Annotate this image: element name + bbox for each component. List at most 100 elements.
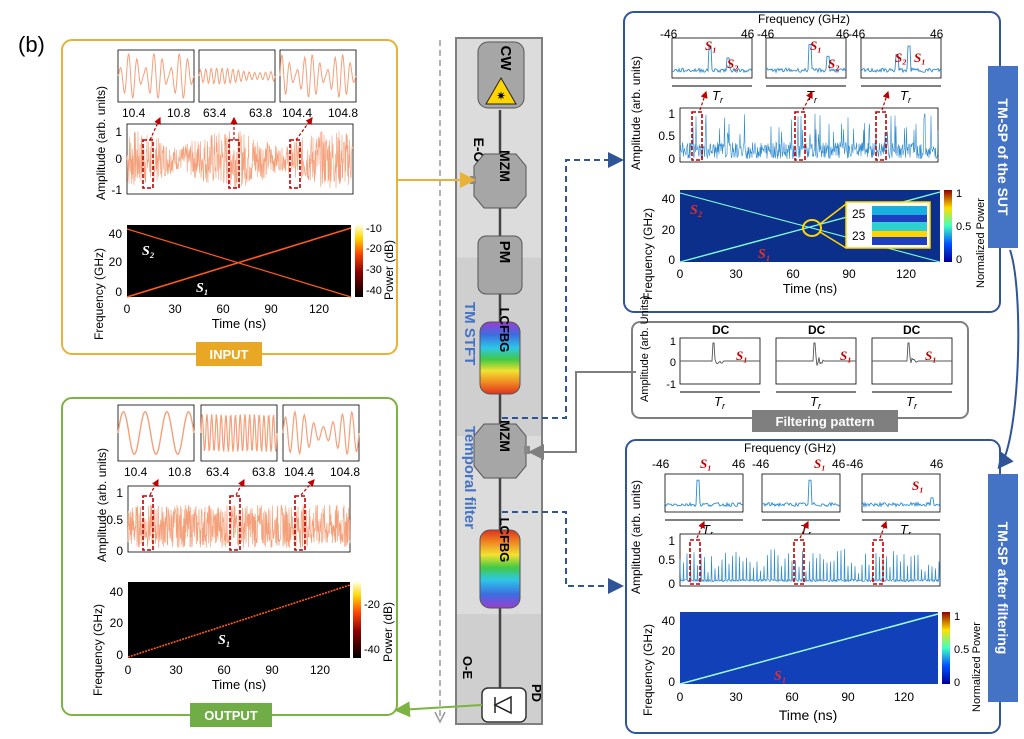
output-marker-3: [294, 495, 306, 551]
sut-spec-s1: S₁: [758, 247, 771, 262]
sut-spec-s2: S₂: [690, 203, 703, 218]
cw-label: CW: [497, 46, 514, 72]
input-tag-bg: [196, 342, 262, 366]
amp-ytick: -1: [666, 379, 676, 391]
filter-tag: Filtering pattern: [776, 414, 875, 429]
fft-tick: -46: [848, 27, 866, 41]
spec-ytick: 20: [662, 223, 676, 237]
inset-band: [872, 237, 927, 245]
zoom-tick: 10.8: [167, 106, 191, 120]
after-marker-3: [872, 539, 884, 585]
spec-xtick: 0: [125, 663, 132, 677]
input-spec-xlabel: Time (ns): [212, 316, 266, 331]
mzm2-label: MZM: [497, 420, 513, 452]
sut-chirp-s2: [679, 192, 941, 263]
output-colorbar: [353, 582, 361, 658]
spec-xtick: 0: [124, 302, 131, 316]
filter-trace-3: [872, 342, 952, 363]
tr-label: Tr: [906, 394, 918, 411]
cbar-tick: -10: [366, 223, 382, 235]
sut-spec-ylabel: Frequency (GHz): [641, 208, 655, 300]
dc-label: DC: [712, 323, 730, 337]
spec-xtick: 60: [785, 690, 799, 704]
amp-ytick: 0.5: [106, 513, 123, 527]
tm-stft-label: TM STFT: [461, 302, 478, 365]
amp-ytick: 0: [115, 152, 122, 166]
photodiode-icon: [493, 695, 512, 715]
fft-tick: 46: [732, 457, 746, 471]
mzm1-label: MZM: [497, 150, 513, 182]
output-tag-bg: [190, 703, 272, 727]
output-zoom-wave-3: [282, 410, 360, 456]
sut-s2-label: S₂: [895, 50, 907, 65]
output-spec-ylabel: Frequency (GHz): [91, 604, 105, 696]
filter-to-mzm-arrow: [528, 371, 636, 460]
amp-ytick: 1: [668, 534, 675, 548]
cw-laser: [477, 41, 525, 109]
amp-ytick: -1: [111, 183, 122, 197]
spec-ytick: 40: [662, 614, 676, 628]
pd-label: PD: [529, 684, 544, 702]
after-s1-label: S₁: [814, 456, 826, 471]
output-cbar-label: Power (dB): [381, 602, 395, 662]
input-s2-label: S₂: [142, 244, 155, 259]
inset-band: [872, 206, 927, 215]
optical-chain: CW ✷ E-O MZM PM LCFBG TM STFT MZM Tempor…: [434, 37, 544, 725]
zoom-tick: 104.8: [328, 106, 358, 120]
cbar-tick: 1: [956, 188, 962, 200]
zoom-lead: [819, 203, 847, 225]
output-zoom-arrow: [149, 478, 159, 496]
after-filter-panel: TM-SP after filtering Frequency (GHz) -4…: [625, 439, 1018, 734]
fft-tick: -46: [660, 27, 678, 41]
output-panel: OUTPUT 10.4 10.8 63.4 63.8 104.4 104.8 1…: [61, 397, 398, 727]
amp-ytick: 0.5: [658, 129, 675, 143]
after-spec-s1: S₁: [774, 669, 787, 684]
sut-s1-label: S₁: [914, 50, 926, 65]
output-amplitude-wave: [127, 504, 351, 549]
output-tag: OUTPUT: [204, 708, 258, 723]
fft-tick: 46: [741, 27, 755, 41]
spec-xtick: 60: [216, 302, 230, 316]
after-s1-label: S₁: [700, 456, 712, 471]
input-marker-3: [289, 139, 301, 189]
zoom-tick: 63.4: [206, 465, 230, 479]
amp-ytick: 1: [115, 125, 122, 139]
spec-xtick: 90: [841, 690, 855, 704]
flow-direction-arrow: [434, 711, 446, 724]
spec-ytick: 40: [662, 192, 676, 206]
filter-amp-ylabel: Amplitude (arb. Units): [639, 296, 651, 402]
after-zoom-arrow: [879, 520, 888, 539]
cbar-tick: -20: [364, 599, 380, 611]
lcfbg-grating-1: [479, 321, 521, 395]
lcfbg1-label: LCFBG: [497, 308, 512, 353]
after-marker-1: [689, 539, 701, 585]
spec-xtick: 60: [786, 267, 800, 281]
zoom-tick: 10.4: [122, 106, 146, 120]
after-cbar-label: Normalized Power: [971, 622, 983, 712]
tap-to-after-arrow: [502, 511, 624, 594]
spec-xtick: 30: [729, 267, 743, 281]
spec-ytick: 0: [116, 648, 123, 662]
sut-side-tab: [988, 66, 1018, 248]
after-fft-trace-3: [861, 497, 941, 508]
spec-ytick: 20: [662, 644, 676, 658]
spec-xtick: 120: [309, 302, 329, 316]
tap-to-sut-arrow: [502, 152, 624, 419]
input-marker-1: [142, 139, 154, 189]
after-freq-axis-label: Frequency (GHz): [744, 441, 836, 455]
sut-panel: TM-SP of the SUT Frequency (GHz) -46 46 …: [623, 11, 1018, 313]
input-amplitude-wave: [126, 130, 354, 189]
sut-s2-label: S₂: [828, 56, 840, 71]
inset-band: [872, 222, 927, 231]
sut-tr-arrows: Tr Tr Tr: [672, 85, 941, 105]
output-spectrogram: [128, 582, 350, 658]
lcfbg2-label: LCFBG: [497, 518, 512, 563]
filter-s1: S₁: [840, 348, 852, 363]
dc-label: DC: [808, 323, 826, 337]
after-amplitude-trace: [679, 548, 941, 583]
zoom-tick: 104.4: [282, 106, 312, 120]
input-zoom-wave-3: [279, 54, 357, 99]
inset-tick: 25: [852, 207, 866, 221]
input-cbar-label: Power (dB): [382, 240, 396, 300]
